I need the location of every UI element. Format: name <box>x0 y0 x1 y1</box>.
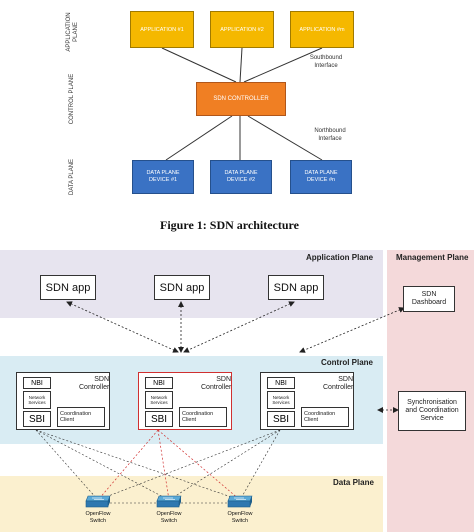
data-plane-device-n-box: DATA PLANE DEVICE #n <box>290 160 352 194</box>
data-plane-device-1-box: DATA PLANE DEVICE #1 <box>132 160 194 194</box>
openflow-switch-2-label: OpenFlow Switch <box>156 511 182 524</box>
coordination-client-box: Coordination Client <box>179 407 227 427</box>
sdn-controller-box: SDN CONTROLLER <box>196 82 286 116</box>
application-2-box: APPLICATION #2 <box>210 11 274 48</box>
openflow-switch-3-icon <box>227 495 253 508</box>
openflow-switch-3-label: OpenFlow Switch <box>227 511 253 524</box>
openflow-switch-2-icon <box>156 495 182 508</box>
sdn-controller-2: NBI SDN Controller Network Services SBI … <box>138 372 232 430</box>
sdn-app-1-box: SDN app <box>40 275 96 300</box>
sbi-box: SBI <box>145 411 173 427</box>
control-plane-title: Control Plane <box>321 358 374 367</box>
network-services-box: Network Services <box>145 391 173 409</box>
sdn-controller-1: NBI SDN Controller Network Services SBI … <box>16 372 110 430</box>
network-services-box: Network Services <box>23 391 51 409</box>
network-services-box: Network Services <box>267 391 295 409</box>
sdn-app-3-box: SDN app <box>268 275 324 300</box>
management-plane-title: Management Plane <box>396 253 469 262</box>
northbound-interface-label: Northbound Interface <box>314 128 346 142</box>
nbi-box: NBI <box>267 377 295 389</box>
nbi-box: NBI <box>145 377 173 389</box>
data-plane-device-2-box: DATA PLANE DEVICE #2 <box>210 160 272 194</box>
openflow-switch-1-icon <box>85 495 111 508</box>
data-plane-title: Data Plane <box>333 478 374 487</box>
figure1-caption: Figure 1: SDN architecture <box>160 218 299 232</box>
synchronisation-coordination-service-box: Synchronisation and Coordination Service <box>398 391 466 431</box>
data-plane-region <box>0 476 383 532</box>
sdn-controller-title: SDN Controller <box>201 376 232 392</box>
nbi-box: NBI <box>23 377 51 389</box>
coordination-client-box: Coordination Client <box>57 407 105 427</box>
sbi-box: SBI <box>267 411 295 427</box>
application-1-box: APPLICATION #1 <box>130 11 194 48</box>
sdn-controller-3: NBI SDN Controller Network Services SBI … <box>260 372 354 430</box>
sbi-box: SBI <box>23 411 51 427</box>
coordination-client-box: Coordination Client <box>301 407 349 427</box>
openflow-switch-1-label: OpenFlow Switch <box>85 511 111 524</box>
application-m-box: APPLICATION #m <box>290 11 354 48</box>
application-plane-title: Application Plane <box>306 253 374 262</box>
sdn-dashboard-box: SDN Dashboard <box>403 286 455 312</box>
sdn-controller-title: SDN Controller <box>79 376 110 392</box>
southbound-interface-label: Southbound Interface <box>309 55 343 69</box>
sdn-controller-title: SDN Controller <box>323 376 354 392</box>
sdn-app-2-box: SDN app <box>154 275 210 300</box>
